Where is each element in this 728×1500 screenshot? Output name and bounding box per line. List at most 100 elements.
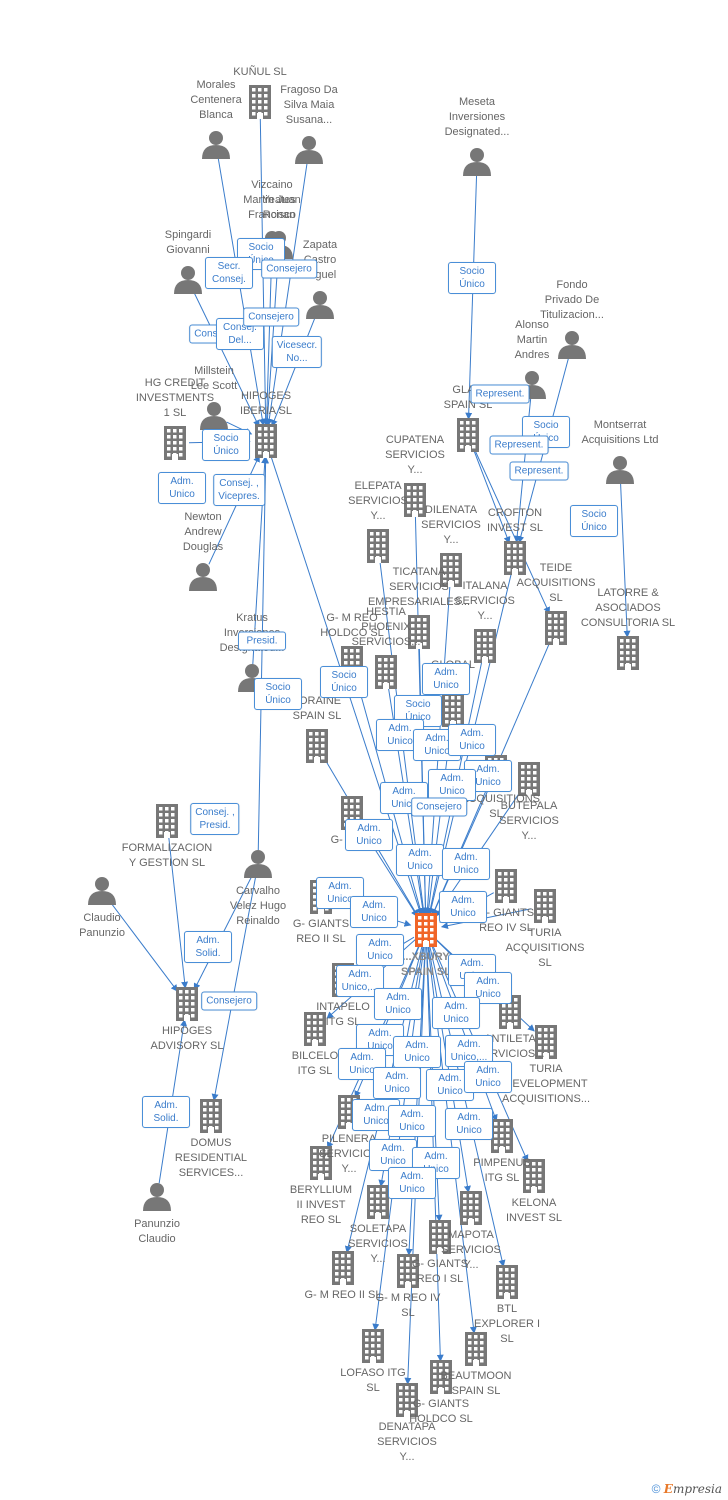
node-label-panunzio[interactable]: Panunzio Claudio — [134, 1218, 180, 1245]
company-building-icon[interactable] — [176, 987, 198, 1021]
node-label-vizcaino[interactable]: Vizcaino Martin Juan Francisco — [243, 179, 301, 221]
node-label-lofaso[interactable]: LOFASO ITG SL — [340, 1367, 406, 1394]
company-building-icon[interactable] — [474, 629, 496, 663]
person-icon[interactable] — [295, 136, 323, 164]
person-icon[interactable] — [606, 456, 634, 484]
company-building-icon[interactable] — [534, 889, 556, 923]
edge-role-label[interactable]: Consejero — [261, 259, 317, 279]
node-label-gmreo4[interactable]: G- M REO IV SL — [375, 1292, 441, 1319]
edge-role-label[interactable]: Adm. Unico — [373, 1067, 421, 1099]
node-label-teide[interactable]: TEIDE ACQUISITIONS SL — [516, 562, 596, 604]
edge-role-label[interactable]: Consej. , Vicepres. — [213, 474, 265, 506]
edge-role-label[interactable]: Represent. — [489, 435, 549, 455]
edge-role-label[interactable]: Adm. Unico — [356, 934, 404, 966]
focus-company-building-icon[interactable] — [415, 913, 437, 947]
company-building-icon[interactable] — [310, 1146, 332, 1180]
company-building-icon[interactable] — [306, 729, 328, 763]
company-building-icon[interactable] — [249, 85, 271, 119]
company-building-icon[interactable] — [397, 1254, 419, 1288]
edge-role-label[interactable]: Adm. Unico — [396, 844, 444, 876]
company-building-icon[interactable] — [465, 1332, 487, 1366]
node-label-cupatena[interactable]: CUPATENA SERVICIOS Y... — [385, 434, 445, 476]
edge-role-label[interactable]: Adm. Unico — [442, 848, 490, 880]
company-building-icon[interactable] — [617, 636, 639, 670]
company-building-icon[interactable] — [255, 424, 277, 458]
company-building-icon[interactable] — [523, 1159, 545, 1193]
edge-role-label[interactable]: Adm. Unico — [428, 769, 476, 801]
node-label-domus[interactable]: DOMUS RESIDENTIAL SERVICES... — [174, 1137, 248, 1179]
person-icon[interactable] — [244, 850, 272, 878]
edge-role-label[interactable]: Secr. Consej. — [205, 257, 253, 289]
node-label-hipoges-adv[interactable]: HIPOGES ADVISORY SL — [150, 1025, 224, 1052]
node-label-hestia[interactable]: HESTIA PHOENIX SERVICIOS... — [351, 606, 421, 648]
node-label-meseta[interactable]: Meseta Inversiones Designated... — [444, 96, 510, 138]
company-building-icon[interactable] — [304, 1012, 326, 1046]
edge-role-label[interactable]: Represent. — [470, 384, 530, 404]
node-label-spingardi[interactable]: Spingardi Giovanni — [164, 229, 212, 256]
node-label-turia-acq[interactable]: TURIA ACQUISITIONS SL — [505, 927, 585, 969]
company-building-icon[interactable] — [440, 553, 462, 587]
edge-role-label[interactable]: Consejero — [243, 307, 299, 327]
company-building-icon[interactable] — [408, 615, 430, 649]
edge-role-label[interactable]: Adm. Solid. — [142, 1096, 190, 1128]
company-building-icon[interactable] — [156, 804, 178, 838]
edge-role-label[interactable]: Consej. , Presid. — [190, 803, 240, 835]
edge-role-label[interactable]: Adm. Unico — [445, 1108, 493, 1140]
node-label-italana[interactable]: ITALANA SERVICIOS Y... — [455, 580, 515, 622]
company-building-icon[interactable] — [429, 1220, 451, 1254]
edge-role-label[interactable]: Adm. Unico — [388, 1167, 436, 1199]
node-label-fondo[interactable]: Fondo Privado De Titulizacion... — [540, 279, 604, 321]
company-building-icon[interactable] — [404, 483, 426, 517]
company-building-icon[interactable] — [495, 869, 517, 903]
edge-role-label[interactable]: Adm. Unico — [422, 663, 470, 695]
person-icon[interactable] — [143, 1183, 171, 1211]
node-label-crofton[interactable]: CROFTON INVEST SL — [486, 507, 544, 534]
company-building-icon[interactable] — [200, 1099, 222, 1133]
company-building-icon[interactable] — [362, 1329, 384, 1363]
node-label-alonso[interactable]: Alonso Martin Andres — [514, 319, 550, 361]
edge-role-label[interactable]: Socio Único — [448, 262, 496, 294]
edge-role-label[interactable]: Adm. Unico — [439, 891, 487, 923]
node-label-bilcelo[interactable]: BILCELO ITG SL — [291, 1050, 339, 1077]
edge-role-label[interactable]: Adm. Unico — [374, 988, 422, 1020]
company-building-icon[interactable] — [460, 1191, 482, 1225]
edge-role-label[interactable]: Adm. Unico — [380, 782, 428, 814]
person-icon[interactable] — [88, 877, 116, 905]
node-label-btl[interactable]: BTL EXPLORER I SL — [473, 1303, 541, 1345]
node-label-hipoges-iberia[interactable]: HIPOGES IBERIA SL — [240, 390, 292, 417]
person-icon[interactable] — [189, 563, 217, 591]
company-building-icon[interactable] — [367, 529, 389, 563]
node-label-elepata[interactable]: ELEPATA SERVICIOS Y... — [348, 480, 408, 522]
node-label-loraine[interactable]: LORAINE SPAIN SL — [292, 695, 342, 722]
company-building-icon[interactable] — [164, 426, 186, 460]
node-label-focus[interactable]: ...XBURY SPAIN SL — [401, 951, 451, 978]
node-label-giants-holdco[interactable]: G- GIANTS HOLDCO SL — [409, 1398, 473, 1425]
edge-role-label[interactable]: Adm. Unico — [464, 1061, 512, 1093]
person-icon[interactable] — [463, 148, 491, 176]
edge-role-label[interactable]: Vicesecr. No... — [271, 336, 323, 368]
node-label-beautmoon[interactable]: BEAUTMOON SPAIN SL — [440, 1370, 512, 1397]
node-label-newton[interactable]: Newton Andrew Douglas — [182, 511, 224, 553]
edge-role-label[interactable]: Represent. — [509, 461, 569, 481]
edge-role-label[interactable]: Adm. Unico — [345, 819, 393, 851]
node-label-yeates[interactable]: Yeates Ronan — [262, 194, 296, 221]
company-building-icon[interactable] — [396, 1383, 418, 1417]
edge-role-label[interactable]: Adm. Unico — [388, 1105, 436, 1137]
node-label-gmreo-holdco[interactable]: G- M REO HOLDCO SL — [320, 612, 384, 639]
node-label-kunul[interactable]: KUÑUL SL — [233, 66, 287, 78]
node-label-butepala[interactable]: BUTEPALA SERVICIOS Y... — [499, 800, 559, 842]
person-icon[interactable] — [558, 331, 586, 359]
company-building-icon[interactable] — [491, 1119, 513, 1153]
node-label-soletapa[interactable]: SOLETAPA SERVICIOS Y... — [348, 1223, 408, 1265]
node-label-hgcredit[interactable]: HG CREDIT INVESTMENTS 1 SL — [135, 377, 215, 419]
company-building-icon[interactable] — [332, 1251, 354, 1285]
node-label-turia-dev[interactable]: TURIA DEVELOPMENT ACQUISITIONS... — [501, 1063, 590, 1105]
person-icon[interactable] — [174, 266, 202, 294]
node-label-claudio[interactable]: Claudio Panunzio — [79, 912, 125, 939]
edge-role-label[interactable]: Socio Único — [570, 505, 618, 537]
company-building-icon[interactable] — [496, 1265, 518, 1299]
node-label-montserrat[interactable]: Montserrat Acquisitions Ltd — [581, 419, 659, 446]
node-label-dilenata[interactable]: DILENATA SERVICIOS Y... — [421, 504, 481, 546]
edge-role-label[interactable]: Adm. Solid. — [184, 931, 232, 963]
edge-role-label[interactable]: Socio Único — [254, 678, 302, 710]
